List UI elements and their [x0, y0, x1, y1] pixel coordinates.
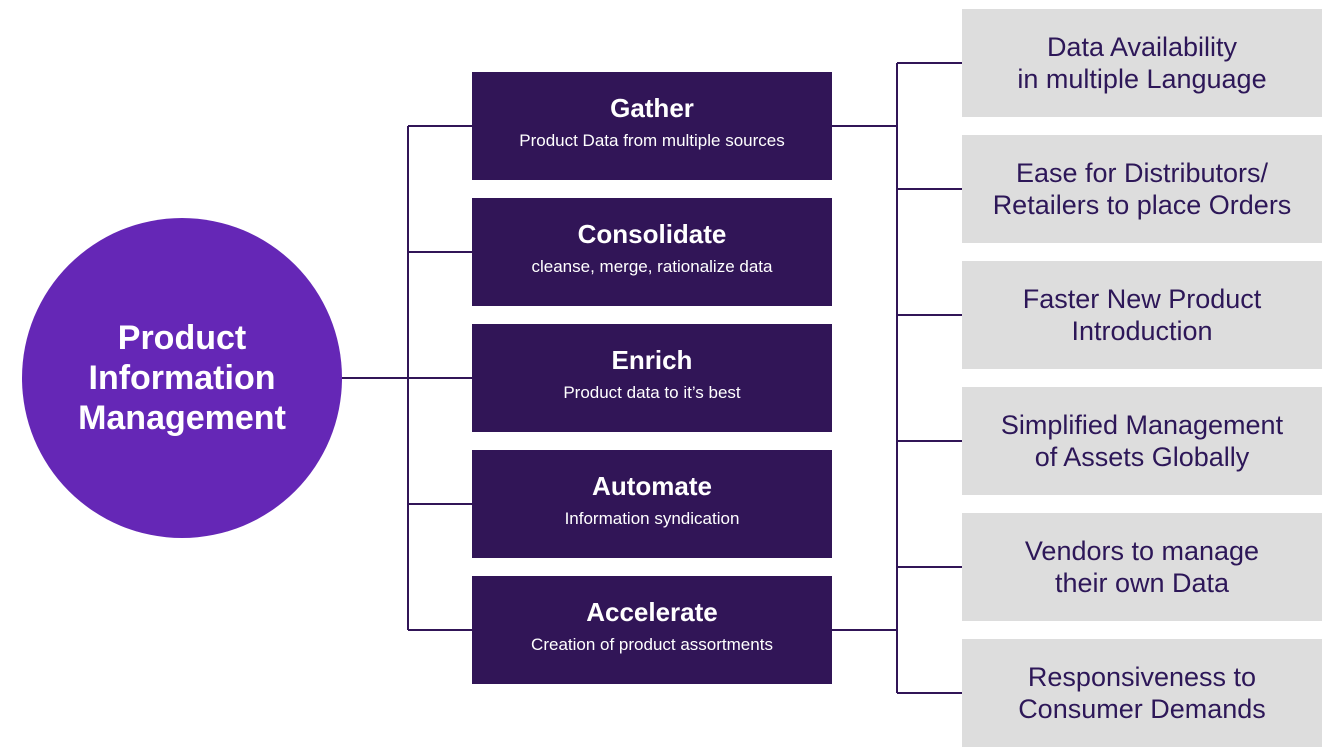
- benefit-faster-introduction: Faster New Product Introduction: [962, 261, 1322, 369]
- step-title: Automate: [592, 471, 712, 501]
- step-title: Enrich: [611, 345, 693, 375]
- benefit-text: Vendors to manage their own Data: [1024, 536, 1260, 598]
- benefit-responsiveness: Responsiveness to Consumer Demands: [962, 639, 1322, 747]
- step-accelerate: Accelerate Creation of product assortmen…: [472, 576, 832, 684]
- step-automate: Automate Information syndication: [472, 450, 832, 558]
- benefit-text: Ease for Distributors/ Retailers to plac…: [992, 158, 1292, 220]
- benefit-text: Data Availability in multiple Language: [1017, 32, 1267, 94]
- step-description: Product data to it’s best: [563, 383, 741, 402]
- step-description: Creation of product assortments: [531, 635, 773, 654]
- benefit-ease-for-distributors: Ease for Distributors/ Retailers to plac…: [962, 135, 1322, 243]
- pim-center-title: Product Information Management: [78, 319, 286, 437]
- step-consolidate: Consolidate cleanse, merge, rationalize …: [472, 198, 832, 306]
- benefit-text: Simplified Management of Assets Globally: [1000, 410, 1284, 472]
- benefit-data-availability: Data Availability in multiple Language: [962, 9, 1322, 117]
- step-gather: Gather Product Data from multiple source…: [472, 72, 832, 180]
- benefit-vendors-manage-data: Vendors to manage their own Data: [962, 513, 1322, 621]
- step-title: Gather: [610, 93, 694, 123]
- step-description: Product Data from multiple sources: [519, 131, 785, 150]
- step-description: Information syndication: [564, 509, 740, 528]
- step-description: cleanse, merge, rationalize data: [531, 257, 773, 276]
- benefit-text: Faster New Product Introduction: [1022, 284, 1262, 346]
- pim-center-circle: Product Information Management: [22, 218, 342, 538]
- step-title: Consolidate: [577, 219, 727, 249]
- step-enrich: Enrich Product data to it’s best: [472, 324, 832, 432]
- benefit-text: Responsiveness to Consumer Demands: [1018, 662, 1266, 724]
- benefit-simplified-management: Simplified Management of Assets Globally: [962, 387, 1322, 495]
- step-title: Accelerate: [586, 597, 718, 627]
